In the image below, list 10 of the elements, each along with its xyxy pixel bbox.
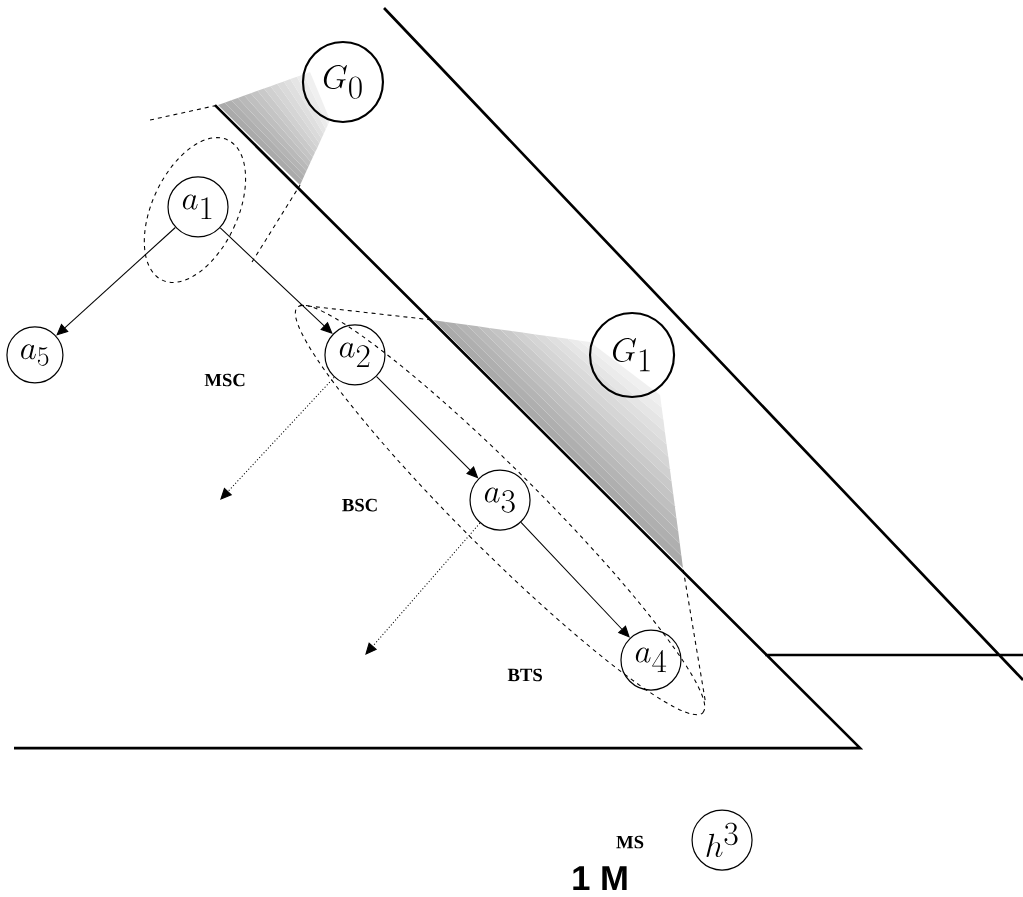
arrow bbox=[220, 376, 335, 500]
arrow bbox=[56, 226, 176, 336]
entity-label: BSC bbox=[342, 498, 377, 512]
arrow bbox=[219, 227, 333, 334]
arrow bbox=[520, 521, 630, 638]
entity-label: MS bbox=[616, 835, 644, 849]
entity-label: BTS bbox=[507, 668, 542, 682]
entity-label: 1 M bbox=[573, 866, 627, 890]
entity-label: MSC bbox=[204, 373, 245, 387]
arrow bbox=[365, 522, 481, 655]
